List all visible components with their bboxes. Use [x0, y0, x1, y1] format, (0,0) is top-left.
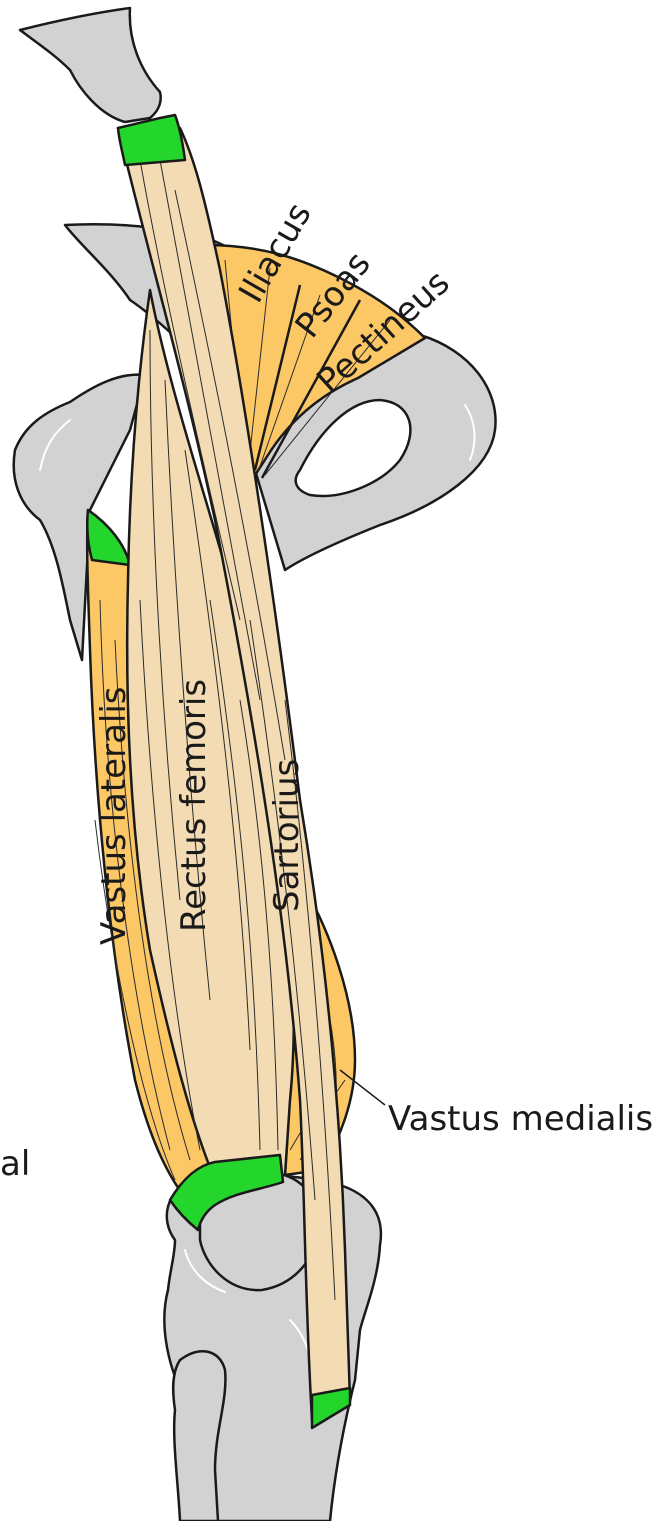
label-cut-fragment: al — [0, 1144, 30, 1184]
label-vastus-lateralis: Vastus lateralis — [94, 686, 134, 945]
label-sartorius: Sartorius — [267, 759, 307, 912]
label-rectus-femoris: Rectus femoris — [174, 679, 214, 932]
label-vastus-medialis: Vastus medialis — [388, 1099, 653, 1139]
